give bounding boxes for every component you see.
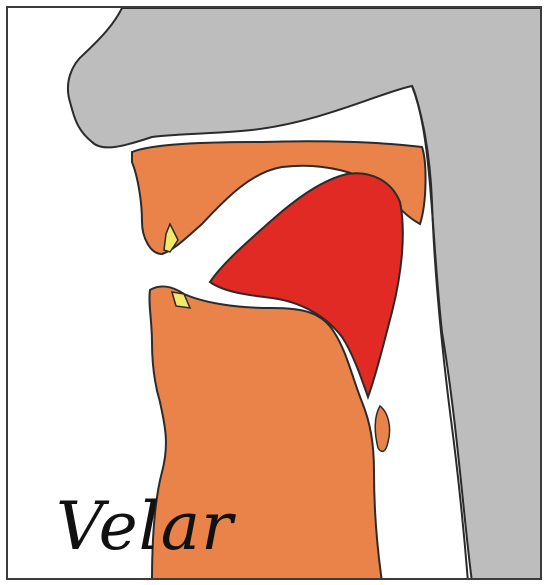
caption-label: Velar	[56, 494, 234, 560]
epiglottis-shape	[375, 406, 389, 451]
diagram-frame: Velar	[6, 6, 542, 580]
